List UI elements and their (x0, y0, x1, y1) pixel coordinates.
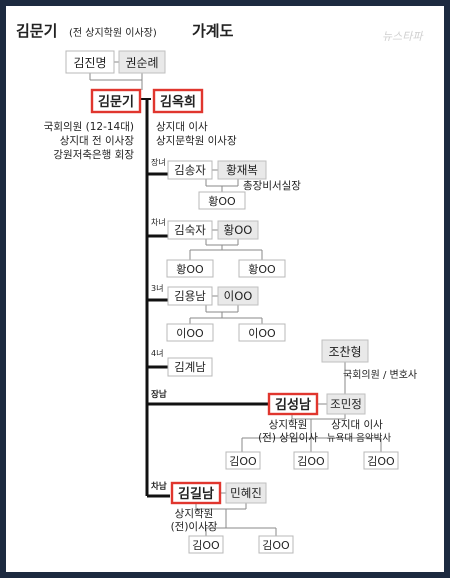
child-5-info-2: (전) 상임이사 (258, 431, 318, 444)
child-3-name: 김용남 (174, 289, 206, 303)
person-box-grandchild-3-1 (166, 323, 214, 342)
person-box-spouse-2 (217, 220, 259, 240)
mother-info-1: 상지대 이사 (156, 121, 208, 133)
person-box-grandchild-6-2 (258, 535, 294, 554)
person-box-child-3 (167, 286, 213, 306)
grandchild-2-1: 황OO (176, 263, 204, 276)
person-box-spouse-father (321, 339, 369, 363)
child-5-info-1: 상지학원 (269, 419, 308, 431)
person-box-child-2 (167, 220, 213, 240)
person-box-spouse-3 (217, 286, 259, 306)
person-box-grandchild-3-2 (238, 323, 286, 342)
rank-label-1: 장녀 (151, 157, 166, 167)
grandchild-5-1: 김OO (229, 455, 257, 468)
grandchild-5-3: 김OO (367, 455, 395, 468)
spouse-5-name: 조민정 (330, 397, 362, 411)
child-6-info-1: 상지학원 (175, 508, 214, 520)
grandchild-6-1: 김OO (192, 539, 220, 552)
watermark-logo: 뉴스타파 (382, 30, 424, 43)
person-box-grandchild-2-2 (238, 259, 286, 278)
spouse-5-info-2: 뉴욕대 음악박사 (327, 432, 391, 444)
grandchild-1-1: 황OO (208, 195, 236, 208)
child-6-name: 김길남 (178, 486, 214, 502)
father-info-1: 국회의원 (12-14대) (44, 121, 134, 133)
grandfather-name: 김진명 (73, 56, 106, 70)
father-info-2: 상지대 전 이사장 (60, 135, 135, 147)
spouse-2-name: 황OO (224, 223, 253, 237)
child-6-info-2: (전)이사장 (171, 521, 218, 533)
father-name: 김문기 (98, 95, 134, 110)
mother-info-2: 상지문학원 이사장 (156, 135, 237, 147)
child-4-name: 김계남 (174, 360, 206, 374)
person-box-grandchild-5-3 (363, 451, 399, 470)
grandchild-2-2: 황OO (248, 263, 276, 276)
spouse-5-info-1: 상지대 이사 (331, 419, 383, 431)
person-box-grandchild-5-1 (225, 451, 261, 470)
person-box-grandmother (118, 50, 166, 74)
spouse-3-name: 이OO (224, 289, 253, 303)
title-name: 김문기 (16, 22, 57, 40)
rank-label-5: 장남 (151, 389, 167, 400)
child-5-name: 김성남 (275, 397, 311, 413)
person-box-grandfather (65, 50, 115, 74)
person-box-grandchild-6-1 (188, 535, 224, 554)
spouse-father-name: 조찬형 (328, 344, 361, 359)
person-box-mother (152, 88, 204, 114)
person-box-grandchild-2-1 (166, 259, 214, 278)
rank-label-6: 차남 (151, 481, 167, 492)
grandchild-3-2: 이OO (248, 327, 276, 340)
person-box-spouse-6 (225, 482, 267, 504)
child-1-name: 김송자 (174, 163, 206, 177)
title-sub: (전 상지학원 이사장) (69, 27, 157, 39)
person-box-grandchild-1-1 (198, 191, 246, 210)
person-box-spouse-1 (217, 160, 267, 180)
grandchild-5-2: 김OO (297, 455, 325, 468)
rank-label-2: 차녀 (151, 218, 166, 227)
person-box-child-6 (170, 481, 222, 505)
connector-lines (89, 61, 382, 536)
title-tail: 가계도 (192, 22, 234, 40)
spouse-1-info: 총장비서실장 (243, 180, 301, 192)
person-box-spouse-5 (326, 393, 366, 415)
rank-label-3: 3녀 (151, 284, 163, 293)
grandchild-3-1: 이OO (176, 327, 204, 340)
family-tree-diagram: 김문기 (전 상지학원 이사장) 가계도 뉴스타파 (16, 22, 424, 554)
child-2-name: 김숙자 (174, 223, 206, 237)
mother-name: 김옥희 (160, 94, 196, 110)
person-box-child-4 (167, 357, 213, 377)
person-box-grandchild-5-2 (293, 451, 329, 470)
grandmother-name: 권순례 (125, 56, 158, 70)
spouse-father-info: 국회의원 / 변호사 (343, 369, 417, 381)
person-box-child-1 (167, 160, 213, 180)
person-box-child-5 (267, 392, 319, 416)
grandchild-6-2: 김OO (262, 539, 290, 552)
family-tree-panel: 김문기 (전 상지학원 이사장) 가계도 뉴스타파 (6, 6, 444, 572)
spouse-1-name: 황재복 (226, 163, 258, 177)
father-info-3: 강원저축은행 회장 (53, 149, 134, 161)
person-box-father (90, 88, 142, 114)
rank-label-4: 4녀 (151, 349, 163, 358)
spouse-6-name: 민혜진 (230, 486, 262, 500)
